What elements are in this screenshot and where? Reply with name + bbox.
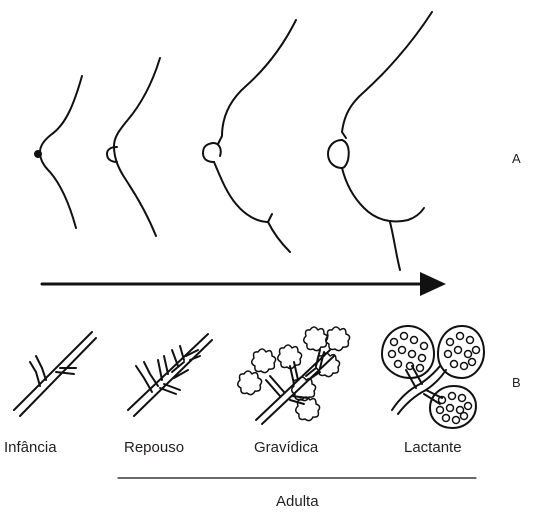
row-label-a: A [512,152,521,165]
duct-lactante [382,326,484,428]
stage-label-lactante: Lactante [404,440,462,455]
group-label-adulta: Adulta [276,494,319,509]
profile-lactante [328,12,432,270]
duct-gravidica [238,327,350,424]
stage-label-gravidica: Gravídica [254,440,318,455]
row-label-b: B [512,376,521,389]
stage-label-repouso: Repouso [124,440,184,455]
duct-infancia [14,332,96,416]
duct-repouso [128,334,212,416]
stage-label-infancia: Infância [4,440,57,455]
profile-infancia [35,76,82,228]
development-arrow [42,272,446,296]
profile-repouso [107,58,160,236]
profile-gravidica [203,20,296,252]
